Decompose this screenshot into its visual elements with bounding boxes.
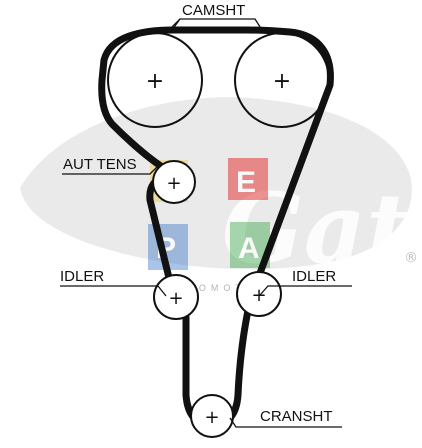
pulley-center-marker: + <box>251 285 266 306</box>
pulley-center-marker: + <box>273 69 291 94</box>
badge-letter-a: A <box>238 232 260 265</box>
badge-tile-red <box>228 158 268 200</box>
gates-watermark: Gates ® <box>20 97 422 285</box>
camshaft-pulley-left: + <box>107 32 203 128</box>
idler-right-leader-line <box>259 285 352 296</box>
badge-letter-e: E <box>236 166 256 199</box>
camshaft-label: CAMSHT <box>182 2 245 19</box>
camshaft-leader-line <box>171 18 263 31</box>
pulley-center-marker: + <box>166 173 181 194</box>
pulley-center-marker: + <box>204 407 219 428</box>
idler-left-label: IDLER <box>60 268 104 285</box>
watermark-registered-mark: ® <box>404 250 418 266</box>
auto-tensioner-pulley: + <box>152 160 196 204</box>
camshaft-leader-tick <box>171 18 181 31</box>
auto-tensioner-leader-line <box>62 165 159 175</box>
crankshaft-label: CRANSHT <box>260 408 333 425</box>
auto-tensioner-label: AUT TENS <box>63 156 137 173</box>
pulley-center-marker: + <box>168 288 183 309</box>
leader-lines <box>60 18 352 428</box>
timing-belt <box>98 26 334 430</box>
idler-pulley-left: + <box>153 274 199 320</box>
crankshaft-leader-line <box>229 417 342 428</box>
watermark-swoosh <box>20 97 412 270</box>
idler-pulley-right: + <box>236 271 282 317</box>
idler-right-label: IDLER <box>292 268 336 285</box>
crankshaft-pulley: + <box>190 394 234 438</box>
camshaft-pulley-right: + <box>234 32 330 128</box>
badge-text: AUTOMOTO <box>166 283 258 293</box>
pulley-center-marker: + <box>146 69 164 94</box>
idler-left-leader-line <box>60 285 167 297</box>
